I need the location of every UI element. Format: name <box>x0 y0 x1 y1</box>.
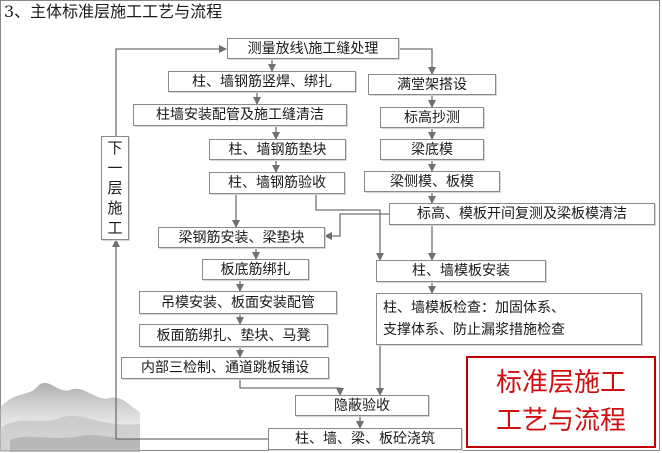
beam-bottom-form-box: 梁底模 <box>380 139 484 160</box>
column-pipe-box: 柱墙安装配管及施工缝清洁 <box>133 104 347 126</box>
beam-rebar-box: 梁钢筋安装、梁垫块 <box>158 227 325 248</box>
title-badge: 标准层施工 工艺与流程 <box>466 356 656 448</box>
hidden-acceptance-box: 隐蔽验收 <box>295 395 429 416</box>
form-check-box: 柱、墙模板检查：加固体系、 支撑体系、防止漏浆措施检查 <box>376 293 642 345</box>
page-heading: 3、主体标准层施工工艺与流程 <box>4 2 223 21</box>
slab-bottom-rebar-box: 板底筋绑扎 <box>202 259 309 280</box>
concrete-pour-box: 柱、墙、梁、板砼浇筑 <box>268 428 462 450</box>
column-rebar-weld-box: 柱、墙钢筋竖焊、绑扎 <box>168 71 356 92</box>
column-form-box: 柱、墙模板安装 <box>376 260 546 282</box>
mountain-painting-decoration <box>0 382 140 452</box>
scaffold-box: 满堂架搭设 <box>368 74 496 95</box>
next-floor-char-4: 施 <box>107 199 123 217</box>
next-floor-char-3: 层 <box>107 179 123 197</box>
form-check-line-2: 支撑体系、防止漏浆措施检查 <box>383 322 565 338</box>
slab-top-rebar-box: 板面筋绑扎、垫块、马凳 <box>139 324 328 347</box>
form-check-line-1: 柱、墙模板检查：加固体系、 <box>383 300 565 316</box>
hang-form-box: 吊模安装、板面安装配管 <box>139 291 337 314</box>
next-floor-char-2: 一 <box>107 159 123 177</box>
badge-line-1: 标准层施工 <box>495 368 626 398</box>
badge-line-2: 工艺与流程 <box>495 406 626 436</box>
column-pad-box: 柱、墙钢筋垫块 <box>209 139 346 160</box>
level-measure-box: 标高抄测 <box>380 107 484 128</box>
inspection-box: 内部三检制、通道跳板铺设 <box>121 357 329 379</box>
recheck-box: 标高、模板开间复测及梁板模清洁 <box>389 203 655 225</box>
next-floor-char-5: 工 <box>107 219 123 237</box>
survey-box: 测量放线\施工缝处理 <box>227 38 399 59</box>
column-check-box: 柱、墙钢筋验收 <box>209 172 345 194</box>
beam-side-form-box: 梁侧模、板模 <box>364 171 500 192</box>
next-floor-box: 下 一 层 施 工 <box>101 136 129 240</box>
next-floor-char-1: 下 <box>107 139 123 157</box>
